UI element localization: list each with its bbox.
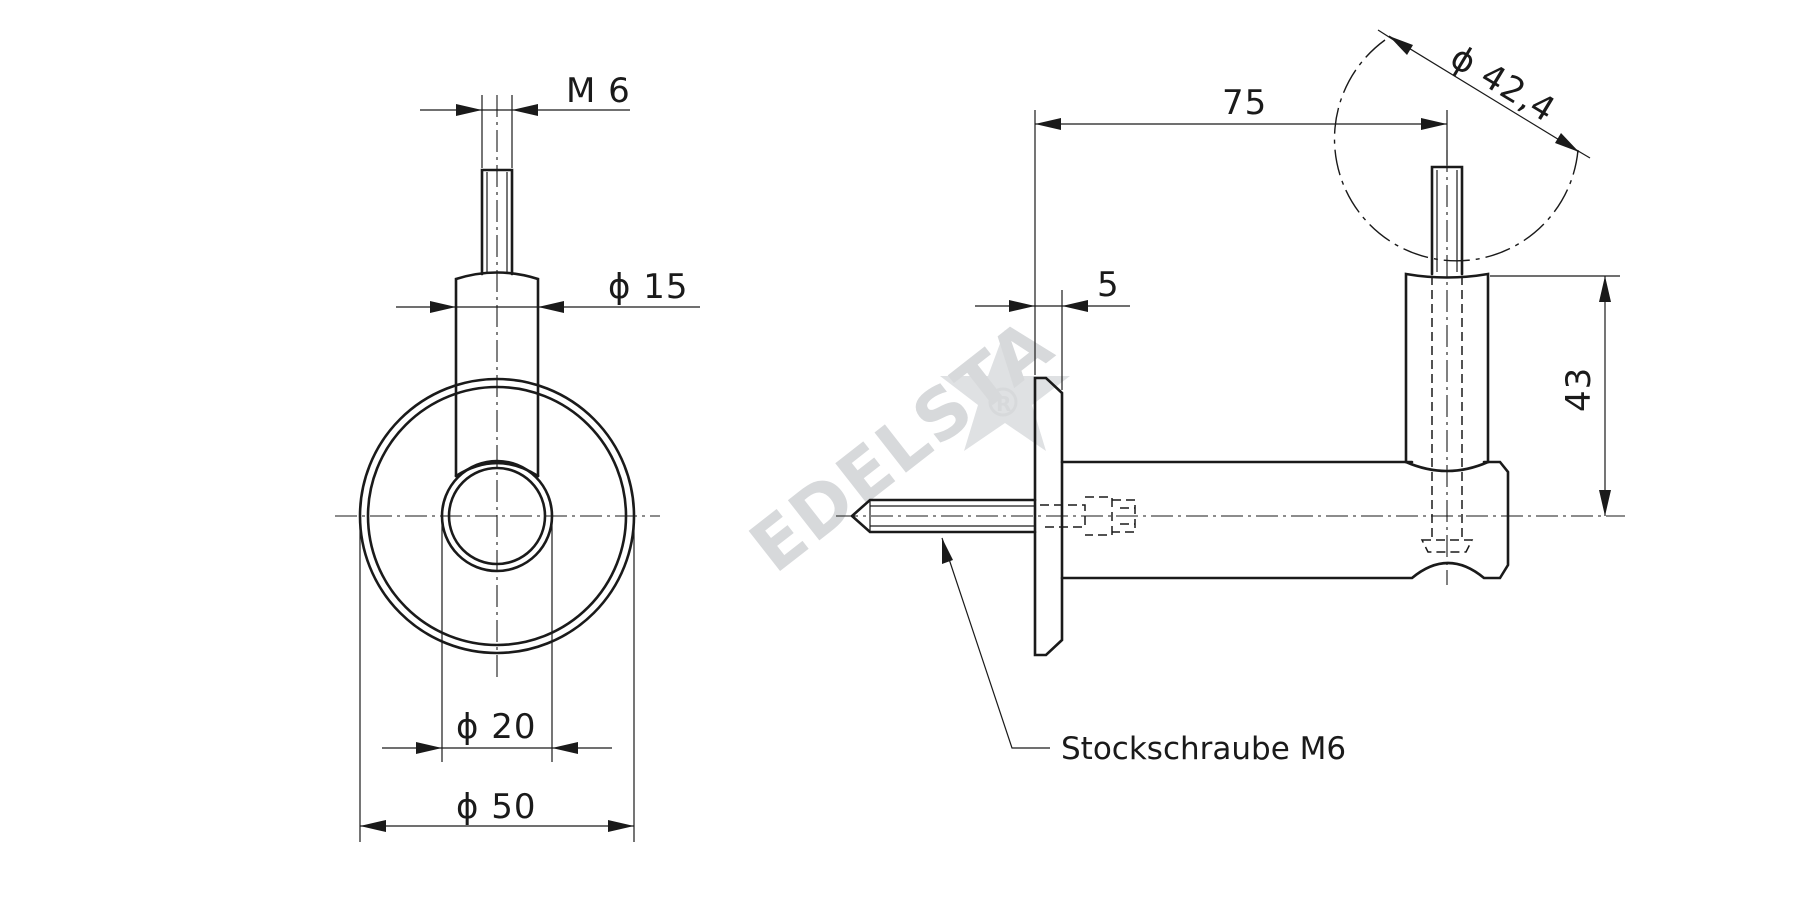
front-post: [454, 271, 540, 478]
dim-rail-diameter-label: ϕ 42,4: [1443, 37, 1562, 130]
dim-plate-thickness-label: 5: [1097, 265, 1120, 305]
dim-arrow: [512, 104, 538, 116]
leader-arrow: [942, 538, 953, 564]
dim-post-diameter-label: ϕ 15: [608, 267, 689, 307]
side-arm-body: [1060, 460, 1510, 580]
front-flange-inner: [366, 385, 628, 647]
side-hidden-nut: [1420, 539, 1474, 553]
dim-arrow: [552, 742, 578, 754]
side-hidden-bolt: [1040, 496, 1136, 536]
side-wall-plate: [1033, 376, 1064, 657]
dim-arrow: [1599, 276, 1611, 302]
dim-flange-diameter-label: ϕ 50: [456, 787, 537, 827]
dim-arrow: [1035, 118, 1061, 130]
dim-arrow: [416, 742, 442, 754]
front-stud: [480, 168, 514, 276]
dim-arrow: [1389, 36, 1413, 55]
dim-line: [1388, 35, 1580, 153]
side-rail-phantom: [1333, 39, 1579, 262]
dim-arrow: [1555, 133, 1579, 152]
dim-arrow: [1062, 300, 1088, 312]
side-upright-post-base: [1404, 460, 1490, 473]
watermark: EDELSTA R: [735, 303, 1070, 589]
front-flange-outer: [358, 377, 636, 655]
dim-arrow: [1009, 300, 1035, 312]
side-upright-stud: [1430, 165, 1464, 276]
dim-arrow: [608, 820, 634, 832]
dim-inner-diameter-label: ϕ 20: [456, 707, 537, 747]
watermark-registered-circle: [988, 387, 1018, 417]
side-stud-screw: [850, 498, 1037, 534]
stud-screw-leader: [941, 537, 1050, 749]
dim-arrow: [1421, 118, 1447, 130]
watermark-registered-mark: R: [996, 392, 1011, 416]
side-hidden-bolt-head: [1120, 507, 1135, 525]
side-view: 75 5 43 ϕ 42,4 Stockschraube M6: [836, 29, 1625, 767]
front-post-saddle: [454, 461, 540, 478]
dim-length-label: 75: [1222, 83, 1267, 123]
dim-arrow: [538, 301, 564, 313]
dim-arrow: [430, 301, 456, 313]
dim-height-label: 43: [1559, 367, 1599, 412]
dim-arrow: [1599, 490, 1611, 516]
front-view: M 6 ϕ 15 ϕ 20 ϕ 50: [335, 71, 700, 842]
front-tube-inner: [447, 466, 547, 566]
stud-screw-callout: Stockschraube M6: [1061, 731, 1346, 767]
dim-arrow: [360, 820, 386, 832]
dim-thread-label: M 6: [566, 71, 631, 111]
dim-arrow: [456, 104, 482, 116]
watermark-brand: EDELSTA: [735, 303, 1069, 589]
side-upright-post: [1404, 272, 1490, 464]
